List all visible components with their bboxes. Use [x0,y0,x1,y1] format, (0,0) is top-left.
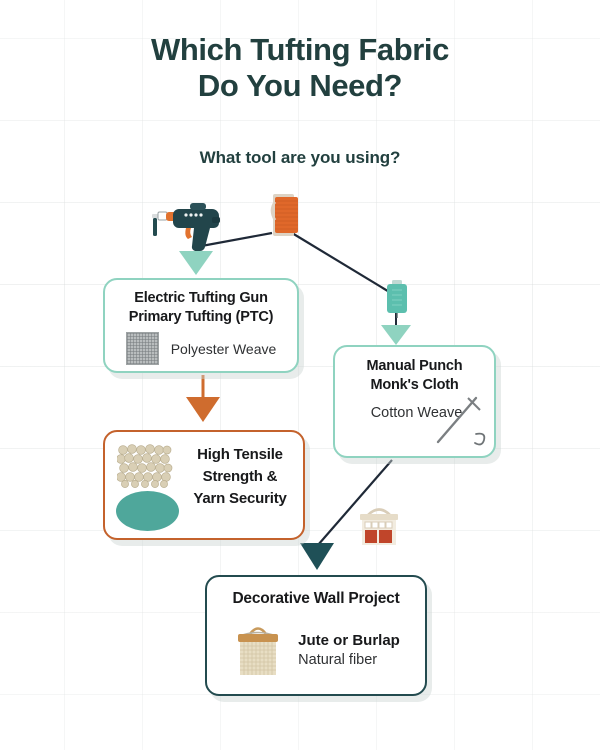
hanging-burlap-swatch-icon [238,627,279,675]
node-monks-heading-line2: Monk's Cloth [370,377,459,393]
node-decorative-wall-project[interactable]: Decorative Wall Project [205,575,427,696]
gray-weave-swatch-icon [125,332,159,365]
node-wall-content-row: Jute or Burlap Natural fiber [207,621,425,678]
node-wall-label-secondary: Natural fiber [298,651,378,668]
node-ptc-heading-line1: Electric Tufting Gun [134,290,268,306]
connector-spool-to-gun [195,231,273,249]
node-wall-heading: Decorative Wall Project [232,590,400,607]
node-ptc-heading: Electric Tufting Gun Primary Tufting (PT… [105,280,297,327]
subtitle-question: What tool are you using? [199,148,401,167]
connector-spool-to-monks [291,232,397,297]
page-title: Which Tufting Fabric Do You Need? [0,32,600,104]
node-monks-heading-line1: Manual Punch [366,358,463,374]
teal-thread-spool-icon [387,280,407,318]
page-title-line1: Which Tufting Fabric [151,32,449,67]
node-strength-heading-line1: High Tensile [197,446,283,463]
node-strength-heading: High Tensile Strength & Yarn Security [179,444,301,510]
framed-wall-hanging-icon [360,508,398,545]
arrow-gun-to-ptc [179,251,213,275]
arrow-ptc-to-strength [186,397,220,422]
teal-ellipse-icon [116,491,179,531]
arrow-to-monks [381,325,411,345]
node-monks-sub-label: Cotton Weave [370,405,463,421]
electric-tufting-gun-icon [152,203,220,252]
needle-and-thread-icon [436,396,486,446]
page-title-line2: Do You Need? [197,68,403,103]
node-ptc-swatch-row: Polyester Weave [105,332,297,365]
orange-yarn-spool-icon [270,194,298,236]
node-strength-heading-line3: Yarn Security [193,490,287,507]
node-strength-heading-line2: Strength & [202,468,278,485]
connector-monks-to-wall [317,459,393,546]
node-high-tensile-strength[interactable]: High Tensile Strength & Yarn Security [103,430,305,540]
node-wall-labels: Jute or Burlap Natural fiber [298,632,400,668]
arrow-monks-to-wall [300,543,334,570]
node-ptc-heading-line2: Primary Tufting (PTC) [128,309,274,325]
node-ptc-swatch-label: Polyester Weave [170,340,277,357]
bead-cluster-icon [117,444,173,488]
node-manual-punch[interactable]: Manual Punch Monk's Cloth Cotton Weave [333,345,496,458]
node-wall-label-primary: Jute or Burlap [298,631,400,649]
node-electric-tufting-gun[interactable]: Electric Tufting Gun Primary Tufting (PT… [103,278,299,373]
node-monks-heading: Manual Punch Monk's Cloth [335,347,494,395]
